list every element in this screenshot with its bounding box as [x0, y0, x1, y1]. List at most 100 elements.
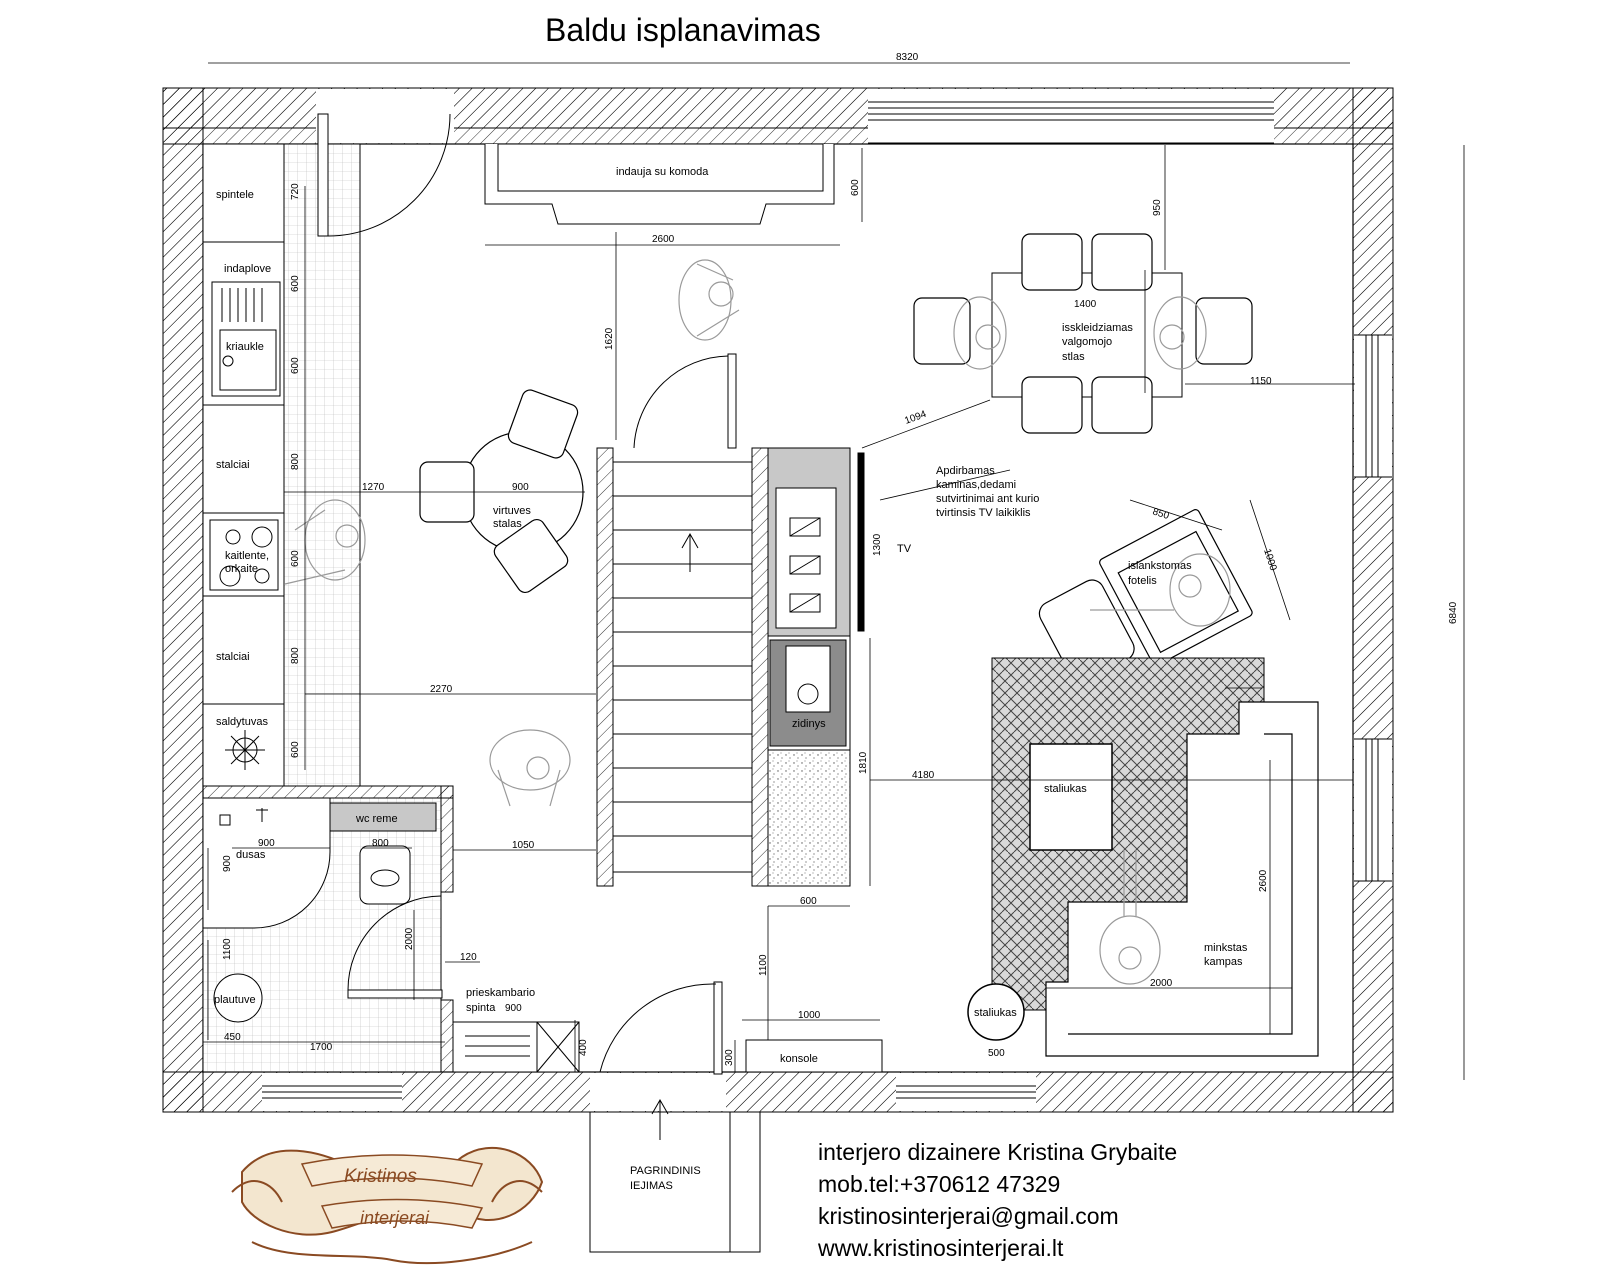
dim-8320: 8320: [896, 52, 919, 63]
dining-chairs: [913, 233, 1253, 434]
contact-block: interjero dizainere Kristina Grybaite mo…: [818, 1136, 1177, 1264]
label-pagrindinis: PAGRINDINIS: [630, 1165, 701, 1177]
dim-1100b: 1100: [758, 954, 769, 976]
dining-table: [991, 272, 1183, 398]
stair-door: [633, 353, 737, 449]
dim-1810: 1810: [858, 751, 869, 774]
label-virtuves: virtuves: [493, 505, 531, 517]
label-dusas: dusas: [236, 849, 266, 861]
dim-2000a: 2000: [404, 927, 415, 950]
label-tv: TV: [897, 543, 912, 555]
kitchen-door: [317, 113, 451, 237]
label-kriaukle: kriaukle: [226, 341, 264, 353]
console: [745, 1039, 883, 1073]
dim-720: 720: [290, 183, 301, 200]
dim-600f: 600: [800, 896, 817, 907]
label-valgomojo: valgomojo: [1062, 336, 1112, 348]
dim-2600a: 2600: [652, 234, 675, 245]
dim-900a: 900: [512, 482, 529, 493]
dim-1094: 1094: [903, 409, 928, 427]
dim-1700: 1700: [310, 1042, 333, 1053]
dim-4180: 4180: [912, 770, 935, 781]
wc-toilet: [329, 802, 437, 905]
dim-950: 950: [1152, 199, 1163, 216]
label-isskleidziamas: isskleidziamas: [1062, 322, 1133, 334]
kitchen-cabinets: [202, 143, 285, 787]
fireplace-zidinys: [767, 635, 851, 887]
sideboard-indauja: [484, 143, 835, 225]
dim-600e: 600: [850, 179, 861, 196]
dim-1300: 1300: [872, 533, 883, 556]
dim-850: 850: [1151, 506, 1171, 522]
dim-2600b: 2600: [1258, 869, 1269, 892]
label-wc-reme: wc reme: [355, 813, 398, 825]
dim-500: 500: [988, 1048, 1005, 1059]
logo-line2: interjerai: [360, 1208, 430, 1228]
dim-300: 300: [724, 1049, 735, 1066]
bathroom-door: [347, 895, 443, 999]
armchair-fotelis: [1038, 509, 1253, 683]
label-prieskambario: prieskambario: [466, 987, 535, 999]
label-plautuve: plautuve: [214, 994, 256, 1006]
label-stalciai-bottom: stalciai: [216, 651, 250, 663]
main-entrance: [589, 981, 761, 1253]
dim-6840: 6840: [1448, 601, 1459, 624]
logo-line1: Kristinos: [344, 1166, 417, 1187]
label-fotelis: fotelis: [1128, 575, 1157, 587]
label-kampas: kampas: [1204, 956, 1243, 968]
dim-800c: 800: [372, 838, 389, 849]
kristinos-logo: Kristinos interjerai: [231, 1147, 544, 1265]
chimney: [767, 447, 865, 637]
label-orkaite: orkaite: [225, 563, 258, 575]
label-apdirbamas-4: tvirtinsis TV laikiklis: [936, 507, 1031, 519]
corner-sofa: [1045, 701, 1319, 1057]
label-apdirbamas-2: kaminas,dedami: [936, 479, 1016, 491]
label-minkstas: minkstas: [1204, 942, 1248, 954]
cooktop-icon: [219, 526, 273, 587]
dim-120: 120: [460, 952, 477, 963]
label-spintele: spintele: [216, 189, 254, 201]
kitchen-tiled-area: [283, 143, 361, 787]
label-iejimas: IEJIMAS: [630, 1180, 673, 1192]
label-stalas: stalas: [493, 518, 522, 530]
dim-900d: 900: [505, 1003, 522, 1014]
dim-600a: 600: [290, 275, 301, 292]
dim-1270: 1270: [362, 482, 385, 493]
label-apdirbamas-3: sutvirtinimai ant kurio: [936, 493, 1039, 505]
label-staliukas-round: staliukas: [974, 1007, 1017, 1019]
label-spinta: spinta: [466, 1002, 496, 1014]
label-indaplove: indaplove: [224, 263, 271, 275]
label-zidinys: zidinys: [792, 718, 826, 730]
label-saldytuvas: saldytuvas: [216, 716, 268, 728]
website-link[interactable]: www.kristinosinterjerai.lt: [818, 1235, 1064, 1261]
dim-900c: 900: [222, 855, 233, 872]
dim-1150: 1150: [1250, 376, 1272, 387]
email-address[interactable]: kristinosinterjerai@gmail.com: [818, 1203, 1119, 1229]
outer-walls: [162, 87, 1394, 1113]
label-islankstomas: islankstomas: [1128, 560, 1192, 572]
label-kaitlente: kaitlente,: [225, 550, 269, 562]
shower-dusas: [202, 797, 331, 929]
stair-steps: [613, 495, 752, 837]
dim-2270: 2270: [430, 684, 453, 695]
dim-900b: 900: [258, 838, 275, 849]
washbasin: [213, 973, 263, 1023]
coffee-table: [1029, 743, 1113, 851]
dim-600b: 600: [290, 357, 301, 374]
label-staliukas-main: staliukas: [1044, 783, 1087, 795]
dim-450: 450: [224, 1032, 241, 1043]
dim-1050: 1050: [512, 840, 535, 851]
dim-1100a: 1100: [222, 938, 233, 960]
label-konsole: konsole: [780, 1053, 818, 1065]
dim-600d: 600: [290, 741, 301, 758]
dimension-lines: [203, 62, 1465, 1080]
round-side-table: [967, 983, 1025, 1041]
hall-wardrobe: [452, 1021, 580, 1073]
dim-2000b: 2000: [1150, 978, 1173, 989]
dim-400: 400: [578, 1039, 589, 1056]
dim-1000b: 1000: [798, 1010, 821, 1021]
dim-800b: 800: [290, 647, 301, 664]
label-indauja: indauja su komoda: [616, 166, 709, 178]
